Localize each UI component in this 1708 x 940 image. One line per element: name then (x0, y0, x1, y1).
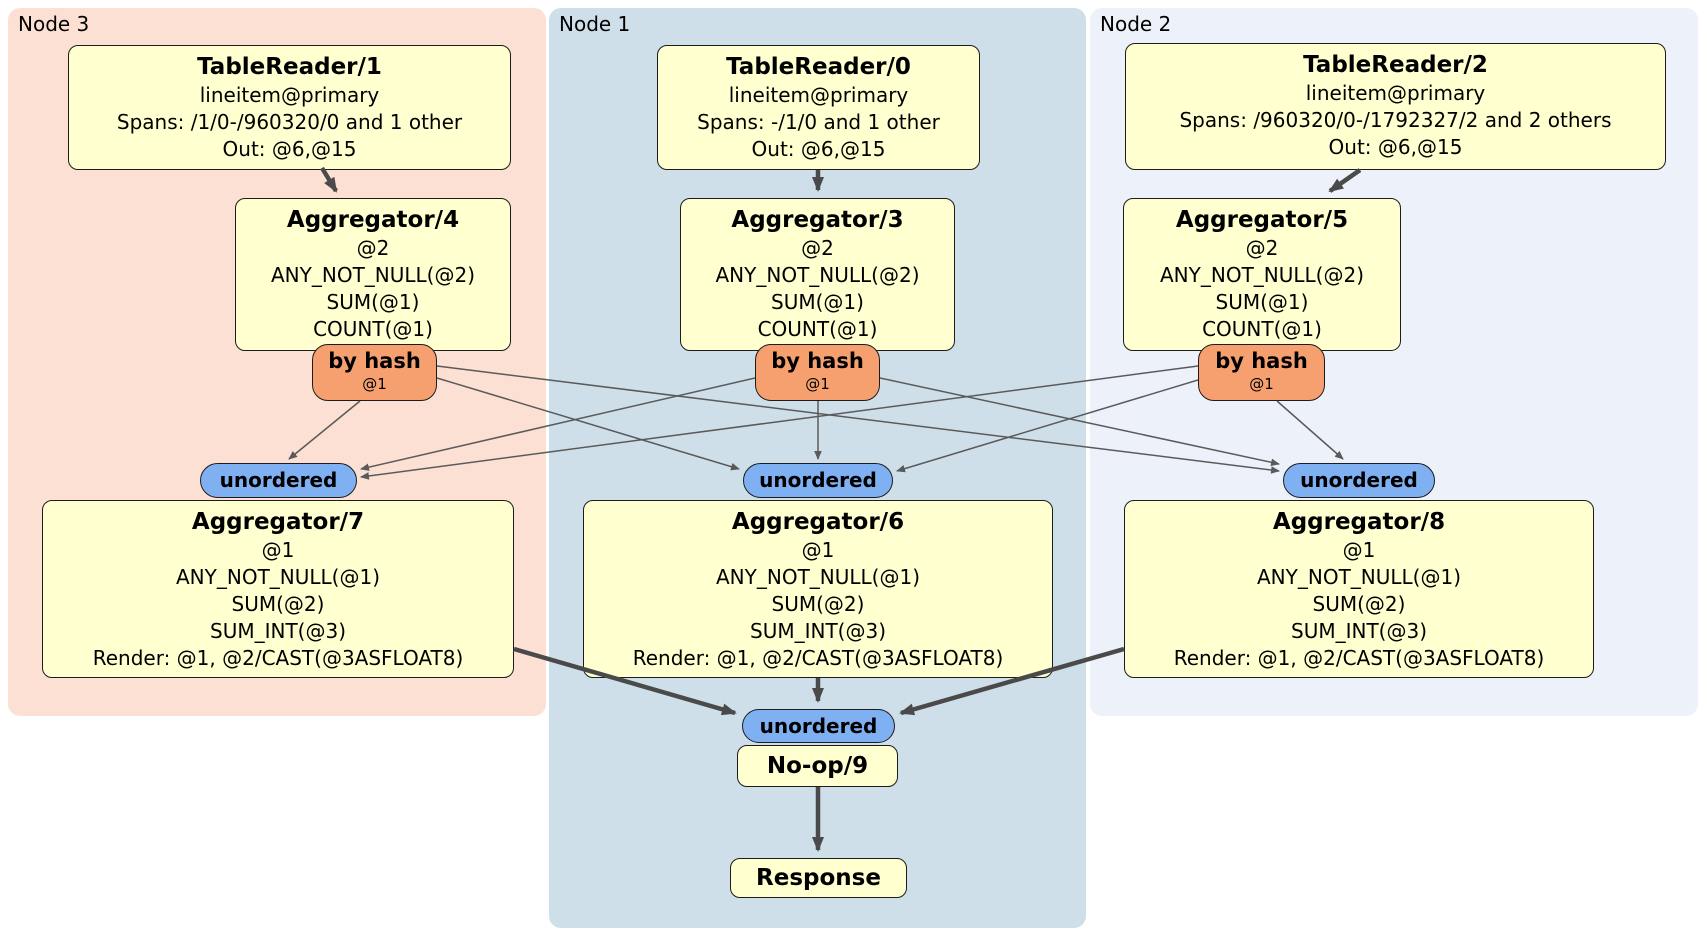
aggregator-4-line: COUNT(@1) (313, 317, 433, 341)
aggregator-7-render: Render: @1, @2/CAST(@3ASFLOAT8) (92, 646, 464, 670)
aggregator-7-line: SUM(@2) (231, 592, 325, 616)
hash-router-node1-arg: @1 (805, 375, 830, 393)
aggregator-6-render: Render: @1, @2/CAST(@3ASFLOAT8) (632, 646, 1004, 670)
aggregator-7-box: Aggregator/7 @1 ANY_NOT_NULL(@1) SUM(@2)… (42, 500, 514, 678)
table-reader-0-index: lineitem@primary (728, 83, 909, 107)
hash-router-node3-arg: @1 (362, 375, 387, 393)
aggregator-8-render: Render: @1, @2/CAST(@3ASFLOAT8) (1173, 646, 1545, 670)
aggregator-8-box: Aggregator/8 @1 ANY_NOT_NULL(@1) SUM(@2)… (1124, 500, 1594, 678)
noop-9-box: No-op/9 (737, 745, 898, 787)
aggregator-4-line: ANY_NOT_NULL(@2) (271, 263, 475, 287)
aggregator-6-line: @1 (801, 538, 835, 562)
table-reader-2-out: Out: @6,@15 (1328, 135, 1463, 159)
aggregator-4-line: @2 (356, 236, 390, 260)
aggregator-3-box: Aggregator/3 @2 ANY_NOT_NULL(@2) SUM(@1)… (680, 198, 955, 351)
node3-label: Node 3 (18, 12, 90, 36)
hash-router-node2: by hash @1 (1198, 344, 1325, 401)
aggregator-5-title: Aggregator/5 (1175, 207, 1349, 233)
aggregator-4-title: Aggregator/4 (286, 207, 460, 233)
table-reader-0-box: TableReader/0 lineitem@primary Spans: -/… (657, 45, 980, 170)
aggregator-7-line: @1 (261, 538, 295, 562)
node2-label: Node 2 (1100, 12, 1172, 36)
aggregator-7-line: SUM_INT(@3) (210, 619, 346, 643)
response-box: Response (730, 858, 907, 898)
noop-9-title: No-op/9 (766, 753, 869, 779)
table-reader-0-spans: Spans: -/1/0 and 1 other (697, 110, 940, 134)
aggregator-4-line: SUM(@1) (326, 290, 420, 314)
aggregator-6-box: Aggregator/6 @1 ANY_NOT_NULL(@1) SUM(@2)… (583, 500, 1053, 678)
node1-label: Node 1 (559, 12, 631, 36)
aggregator-5-line: ANY_NOT_NULL(@2) (1160, 263, 1364, 287)
hash-router-node2-label: by hash (1215, 349, 1308, 373)
aggregator-3-line: SUM(@1) (771, 290, 864, 314)
aggregator-8-line: @1 (1342, 538, 1376, 562)
aggregator-5-line: COUNT(@1) (1202, 317, 1322, 341)
aggregator-8-line: SUM(@2) (1312, 592, 1406, 616)
aggregator-6-line: ANY_NOT_NULL(@1) (716, 565, 920, 589)
hash-router-node2-arg: @1 (1249, 375, 1274, 393)
table-reader-2-box: TableReader/2 lineitem@primary Spans: /9… (1125, 43, 1666, 170)
aggregator-5-box: Aggregator/5 @2 ANY_NOT_NULL(@2) SUM(@1)… (1123, 198, 1401, 351)
table-reader-1-box: TableReader/1 lineitem@primary Spans: /1… (68, 45, 511, 170)
unordered-sync-node2: unordered (1283, 463, 1435, 498)
table-reader-2-spans: Spans: /960320/0-/1792327/2 and 2 others (1179, 108, 1612, 132)
table-reader-1-spans: Spans: /1/0-/960320/0 and 1 other (116, 110, 463, 134)
unordered-sync-final: unordered (742, 709, 895, 743)
table-reader-2-index: lineitem@primary (1305, 81, 1486, 105)
aggregator-8-line: SUM_INT(@3) (1291, 619, 1427, 643)
aggregator-8-line: ANY_NOT_NULL(@1) (1257, 565, 1461, 589)
hash-router-node3: by hash @1 (312, 344, 437, 401)
aggregator-3-title: Aggregator/3 (731, 207, 904, 233)
table-reader-0-title: TableReader/0 (726, 54, 911, 80)
table-reader-1-index: lineitem@primary (199, 83, 380, 107)
aggregator-8-title: Aggregator/8 (1272, 509, 1446, 535)
unordered-sync-node1: unordered (743, 463, 893, 498)
hash-router-node1: by hash @1 (755, 344, 880, 401)
aggregator-3-line: ANY_NOT_NULL(@2) (715, 263, 920, 287)
aggregator-6-line: SUM(@2) (771, 592, 865, 616)
table-reader-0-out: Out: @6,@15 (751, 137, 886, 161)
hash-router-node3-label: by hash (328, 349, 421, 373)
aggregator-4-box: Aggregator/4 @2 ANY_NOT_NULL(@2) SUM(@1)… (235, 198, 511, 351)
response-title: Response (756, 865, 881, 891)
table-reader-2-title: TableReader/2 (1303, 52, 1488, 78)
aggregator-3-line: COUNT(@1) (757, 317, 878, 341)
aggregator-6-line: SUM_INT(@3) (750, 619, 886, 643)
table-reader-1-out: Out: @6,@15 (222, 137, 357, 161)
aggregator-6-title: Aggregator/6 (731, 509, 905, 535)
aggregator-3-line: @2 (801, 236, 834, 260)
aggregator-5-line: @2 (1245, 236, 1279, 260)
unordered-sync-node3: unordered (200, 463, 357, 498)
aggregator-7-title: Aggregator/7 (191, 509, 365, 535)
hash-router-node1-label: by hash (771, 349, 864, 373)
table-reader-1-title: TableReader/1 (197, 54, 382, 80)
aggregator-7-line: ANY_NOT_NULL(@1) (176, 565, 380, 589)
aggregator-5-line: SUM(@1) (1215, 290, 1309, 314)
